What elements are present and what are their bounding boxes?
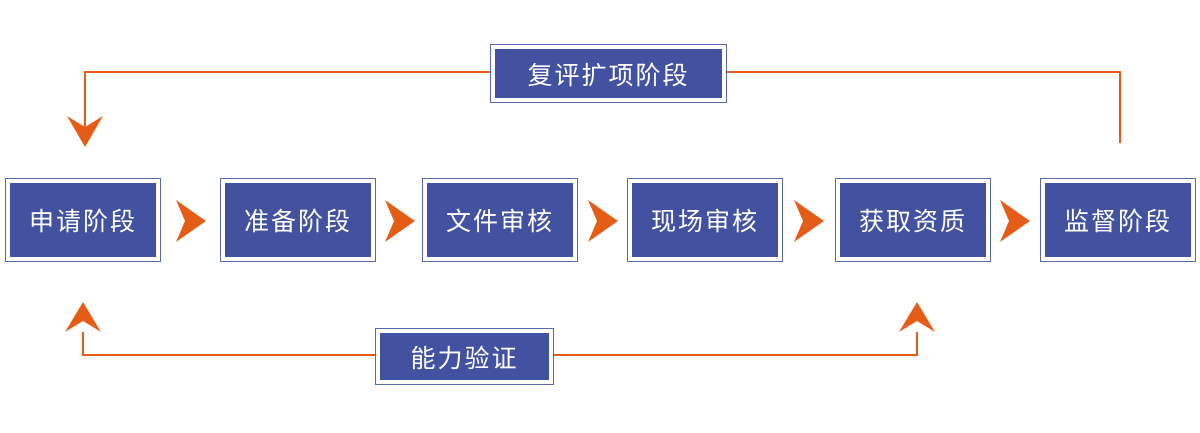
right-chevron-icon	[385, 200, 415, 242]
loop-label: 能力验证	[380, 333, 549, 380]
stage-box-obtain-qualification: 获取资质	[835, 178, 991, 262]
stage-label: 监督阶段	[1045, 183, 1191, 257]
stage-label: 现场审核	[632, 183, 778, 257]
stage-box-supervision: 监督阶段	[1040, 178, 1196, 262]
loop-label: 复评扩项阶段	[495, 49, 722, 98]
stage-label: 获取资质	[840, 183, 986, 257]
loop-box-capability-verification: 能力验证	[375, 328, 554, 385]
stage-label: 准备阶段	[225, 183, 371, 257]
up-arrowhead-icon	[65, 302, 101, 332]
stage-label: 申请阶段	[10, 183, 156, 257]
right-chevron-icon	[588, 200, 618, 242]
stage-label: 文件审核	[427, 183, 573, 257]
loop-box-reassessment-expansion: 复评扩项阶段	[490, 44, 727, 103]
right-chevron-icon	[176, 200, 206, 242]
up-arrowhead-icon	[899, 302, 935, 332]
down-arrowhead-icon	[67, 116, 103, 147]
stage-box-preparation: 准备阶段	[220, 178, 376, 262]
stage-box-application: 申请阶段	[5, 178, 161, 262]
stage-box-document-review: 文件审核	[422, 178, 578, 262]
right-chevron-icon	[794, 200, 824, 242]
stage-box-onsite-review: 现场审核	[627, 178, 783, 262]
right-chevron-icon	[1000, 200, 1030, 242]
